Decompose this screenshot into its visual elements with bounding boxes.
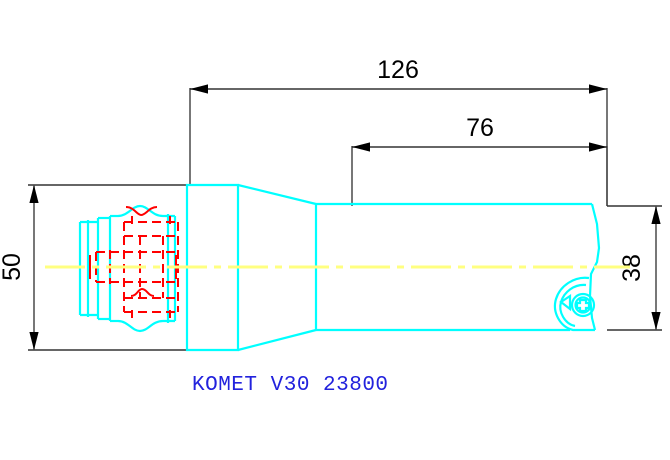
screw-head-inner-icon <box>574 296 592 314</box>
tool-outline <box>78 183 601 352</box>
red-arch-top <box>125 206 142 216</box>
dimension-flange-diameter: 50 <box>0 184 190 351</box>
coupling-arch-top <box>117 204 175 218</box>
arrowhead-left-icon <box>190 84 208 94</box>
dimension-overall-length: 126 <box>189 56 608 206</box>
red-arch-bottom <box>130 288 143 297</box>
screw-head-outer-icon <box>570 292 596 318</box>
taper-section <box>237 183 317 352</box>
taper-bottom <box>237 328 317 352</box>
cutting-head <box>553 203 601 332</box>
arrowhead-top-icon <box>651 206 661 224</box>
insert-outer-edge <box>553 276 595 332</box>
coupling-arch-bottom <box>117 319 175 333</box>
part-label: KOMET V30 23800 <box>192 374 389 397</box>
arrowhead-bottom-icon <box>651 312 661 330</box>
insert-cutting-corner <box>559 293 572 312</box>
torx-drive-icon <box>575 298 591 313</box>
dimension-value-126: 126 <box>377 56 419 84</box>
dimension-value-50: 50 <box>0 253 26 281</box>
arrowhead-bottom-icon <box>29 332 39 350</box>
dimension-body-length: 76 <box>351 114 608 206</box>
hidden-detail-solid <box>89 206 177 318</box>
arrowhead-top-icon <box>29 185 39 203</box>
dimension-value-76: 76 <box>466 114 494 142</box>
arrowhead-right-icon <box>589 142 607 152</box>
dimension-body-diameter: 38 <box>607 205 662 331</box>
red-arch-top2 <box>140 206 158 216</box>
red-arch-bottom2 <box>141 288 155 297</box>
taper-top <box>237 183 317 206</box>
arrowhead-right-icon <box>589 84 607 94</box>
arrowhead-left-icon <box>352 142 370 152</box>
